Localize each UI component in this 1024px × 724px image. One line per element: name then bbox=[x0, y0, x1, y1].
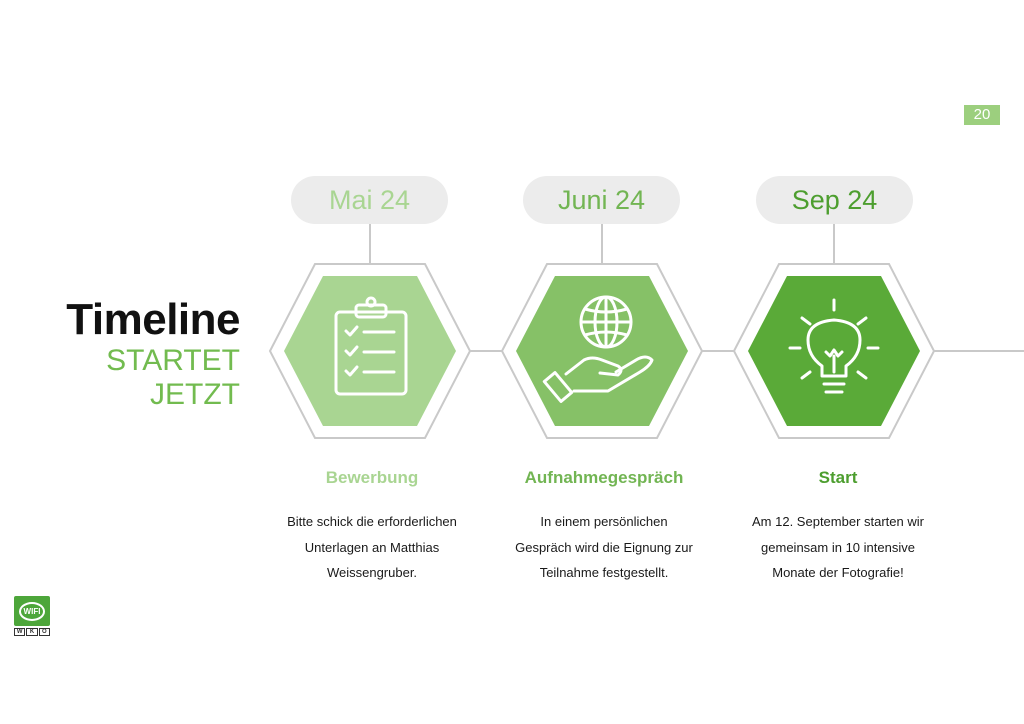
page-number: 20 bbox=[964, 105, 1000, 125]
globe-in-hand-icon bbox=[542, 295, 654, 403]
wko-letter: O bbox=[38, 628, 50, 636]
wko-letter: K bbox=[26, 628, 38, 636]
clipboard-checklist-icon bbox=[334, 296, 408, 396]
date-label-1: Mai 24 bbox=[329, 185, 410, 215]
date-label-3: Sep 24 bbox=[792, 185, 878, 215]
desc-line: Unterlagen an Matthias bbox=[304, 539, 440, 555]
heading-line-1: STARTET bbox=[106, 344, 240, 377]
wifi-logo-mark: WIFI bbox=[14, 596, 50, 626]
step-title-2: Aufnahmegespräch bbox=[524, 468, 684, 487]
wifi-logo: WIFI W K O bbox=[14, 596, 50, 636]
date-pill-1: Mai 24 bbox=[291, 176, 448, 224]
step-title-1: Bewerbung bbox=[325, 468, 419, 487]
step-description-3: Am 12. September starten wir gemeinsam i… bbox=[718, 509, 958, 586]
timeline-heading: Timeline STARTET JETZT bbox=[66, 296, 240, 412]
desc-line: gemeinsam in 10 intensive bbox=[761, 539, 915, 555]
desc-line: Gespräch wird die Eignung zur bbox=[515, 539, 693, 555]
date-pill-3: Sep 24 bbox=[756, 176, 913, 224]
desc-line: Weissengruber. bbox=[326, 565, 418, 580]
desc-line: Bitte schick die erforderlichen bbox=[287, 514, 457, 529]
date-label-2: Juni 24 bbox=[558, 185, 645, 215]
step-title-3: Start bbox=[818, 468, 858, 487]
desc-line: In einem persönlichen bbox=[540, 514, 668, 529]
step-description-1: Bitte schick die erforderlichen Unterlag… bbox=[252, 509, 492, 586]
wifi-logo-text: WIFI bbox=[19, 601, 45, 621]
step-description-2: In einem persönlichen Gespräch wird die … bbox=[484, 509, 724, 586]
lightbulb-icon bbox=[788, 298, 880, 394]
desc-line: Monate der Fotografie! bbox=[772, 565, 904, 580]
hexagon-step-2 bbox=[500, 263, 704, 439]
heading-title: Timeline bbox=[66, 295, 240, 344]
wko-letter: W bbox=[14, 628, 26, 636]
wko-logo-strip: W K O bbox=[14, 628, 50, 636]
desc-line: Teilnahme festgestellt. bbox=[539, 565, 669, 580]
heading-line-2: JETZT bbox=[150, 378, 240, 411]
date-pill-2: Juni 24 bbox=[523, 176, 680, 224]
desc-line: Am 12. September starten wir bbox=[752, 514, 924, 529]
